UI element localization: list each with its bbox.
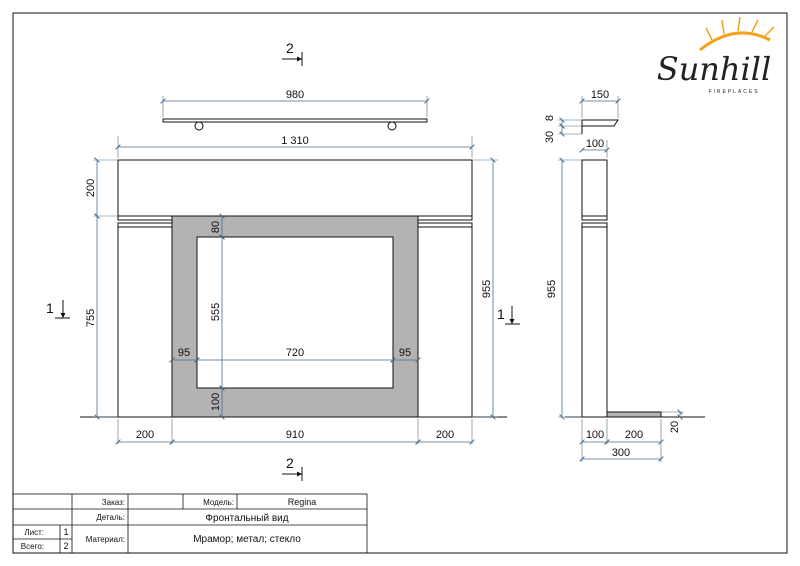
dim-side-height: 955 [546,280,558,298]
svg-text:2: 2 [286,455,294,471]
dim-base-height: 20 [669,421,681,433]
sheet-value: 1 [63,527,68,537]
dim-frame-left: 95 [178,347,190,359]
dim-bottom-center: 910 [286,429,304,441]
dim-base-depth-b: 200 [625,429,643,441]
section-mark-left: 1 [46,300,70,319]
dim-frame-bottom: 100 [210,393,222,411]
dim-frame-top: 80 [210,221,222,233]
glass-shelf [162,118,428,131]
section-mark-bottom: 2 [282,455,303,481]
right-leg [417,226,473,418]
svg-text:1: 1 [497,306,505,322]
sheet-border [12,12,788,554]
front-view: 980 1 310 200 755 955 80 555 100 95 720 … [80,89,507,445]
title-block: Заказ: Модель: Regina Деталь: Фронтальны… [12,493,368,554]
model-value: Regina [288,497,317,507]
model-label: Модель: [203,498,234,507]
dim-overall-width: 1 310 [281,135,309,147]
sun-icon [699,16,775,52]
dim-opening-width: 720 [286,347,304,359]
svg-text:2: 2 [286,40,294,56]
dim-opening-height: 555 [210,303,222,321]
svg-text:1: 1 [46,300,54,316]
material-value: Мрамор; метал; стекло [193,534,301,545]
total-label: Всего: [21,542,44,551]
material-label: Материал: [86,535,125,544]
dim-frame-right: 95 [399,347,411,359]
total-value: 2 [63,541,68,551]
sheet-label: Лист: [24,528,44,537]
dim-bottom-left: 200 [136,429,154,441]
dim-overall-height: 955 [481,280,493,298]
dim-base-depth-a: 100 [586,429,604,441]
brand-tagline: FIREPLACES [708,89,759,95]
left-leg [117,226,173,418]
dim-leg-height: 755 [85,309,97,327]
brand-logo: Sunhill FIREPLACES [657,16,775,95]
dim-shelf-depth: 150 [591,89,609,101]
dim-bottom-right: 200 [436,429,454,441]
dim-bracket-height: 30 [544,131,556,143]
side-view: 150 8 30 100 955 100 200 300 20 [544,89,705,462]
section-mark-right: 1 [497,306,520,325]
section-mark-top: 2 [282,40,303,66]
dim-shelf-thickness: 8 [544,115,556,121]
brand-name: Sunhill [657,50,771,88]
dim-shelf-width: 980 [286,89,304,101]
dim-top-depth: 100 [586,138,604,150]
dim-base-total: 300 [612,447,630,459]
order-label: Заказ: [102,498,125,507]
dim-top-band-height: 200 [85,179,97,197]
detail-label: Деталь: [96,513,125,522]
metal-frame [171,215,419,418]
detail-value: Фронтальный вид [205,513,288,524]
mantel-top [117,159,473,217]
